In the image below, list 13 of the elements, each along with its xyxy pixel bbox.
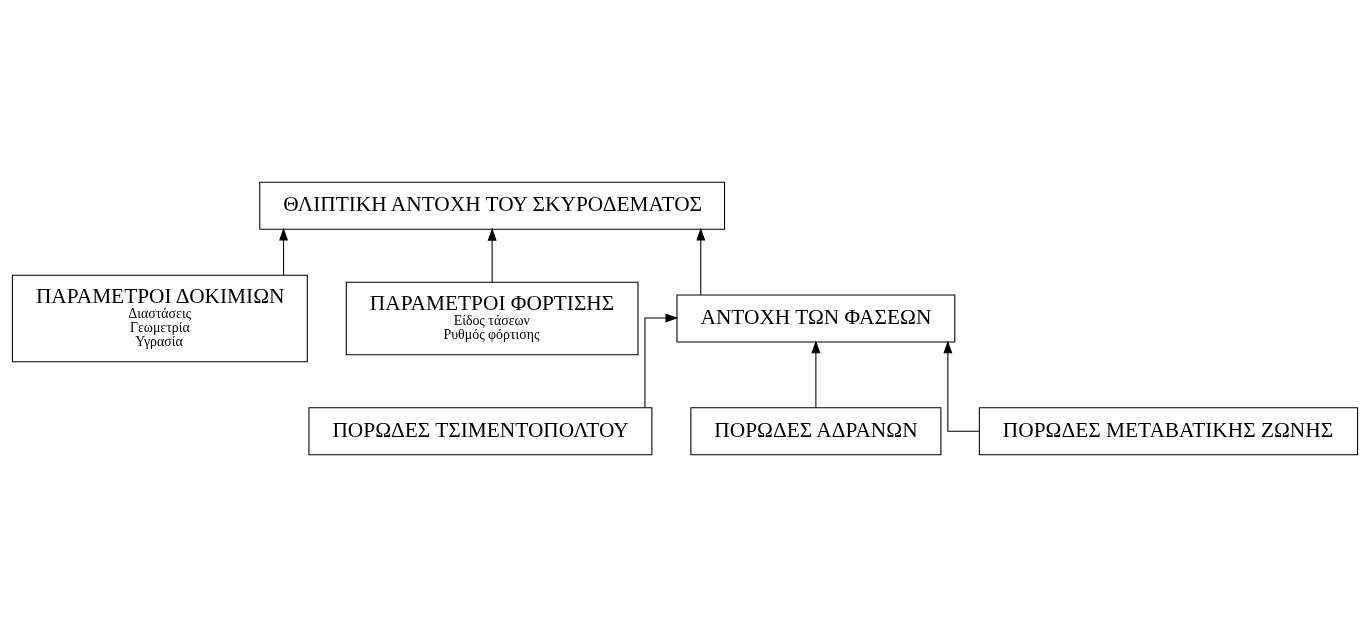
arrow xyxy=(279,227,289,276)
node-box: ΠΑΡΑΜΕΤΡΟΙ ΔΟΚΙΜΙΩΝ Διαστάσεις Γεωμετρία Υγρασία xyxy=(11,274,308,363)
node-box: ΠΟΡΩΔΕΣ ΤΣΙΜΕΝΤΟΠΟΛΤΟΥ xyxy=(308,407,653,456)
node-box: ΠΟΡΩΔΕΣ ΑΔΡΑΝΩΝ xyxy=(690,407,942,456)
node-box: ΑΝΤΟΧΗ ΤΩΝ ΦΑΣΕΩΝ xyxy=(676,294,956,343)
arrow xyxy=(487,227,497,283)
arrow xyxy=(696,227,706,296)
node-box: ΠΟΡΩΔΕΣ ΜΕΤΑΒΑΤΙΚΗΣ ΖΩΝΗΣ xyxy=(978,407,1359,456)
node-box: ΘΛΙΠΤΙΚΗ ΑΝΤΟΧΗ ΤΟΥ ΣΚΥΡΟΔΕΜΑΤΟΣ xyxy=(259,181,726,230)
node-box: ΠΑΡΑΜΕΤΡΟΙ ΦΟΡΤΙΣΗΣ Είδος τάσεων Ρυθμός φόρτισης xyxy=(345,281,639,356)
arrow xyxy=(811,340,821,409)
arrow xyxy=(943,340,980,432)
arrow xyxy=(644,313,679,408)
